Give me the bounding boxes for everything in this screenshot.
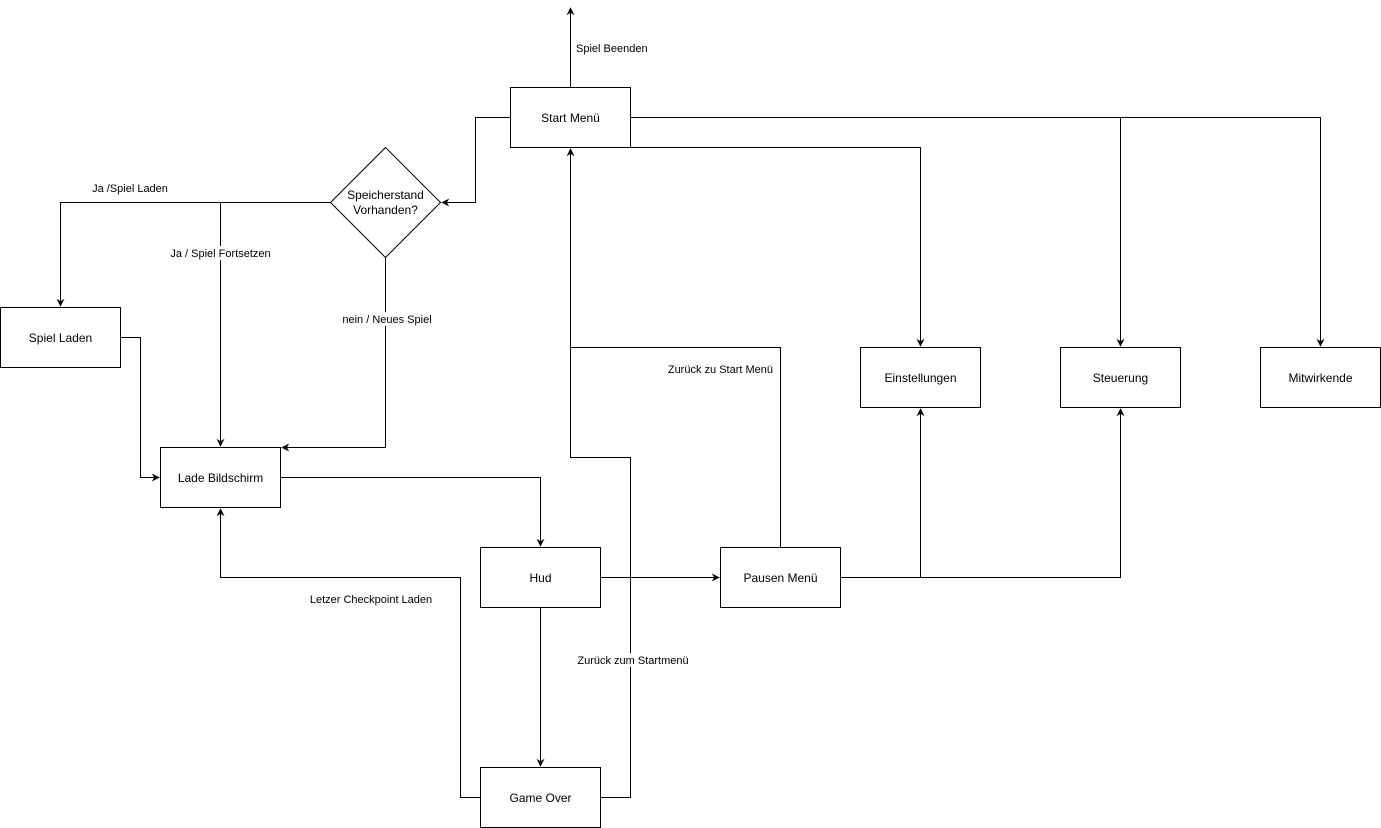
node-label: Lade Bildschirm [178,471,263,485]
node-spiel-laden[interactable]: Spiel Laden [0,307,121,368]
node-pausen-menu[interactable]: Pausen Menü [720,547,841,608]
edge-start-mitwirkende [1120,117,1325,347]
edge-save-spiel-laden [56,202,330,307]
node-label-line-1: Speicherstand [347,188,424,202]
edge-lade-hud [280,477,545,547]
node-einstellungen[interactable]: Einstellungen [860,347,981,408]
node-label: Einstellungen [884,371,956,385]
edge-label-spiel-laden: Ja /Spiel Laden [92,183,168,195]
edge-start-einstellungen [630,147,925,347]
edge-pause-einstellungen [840,408,925,578]
node-label: Start Menü [541,111,600,125]
edge-save-lade-new [281,257,386,452]
node-label: Hud [529,571,551,585]
edge-gameover-lade [216,508,480,798]
edges [56,7,1325,798]
edge-pause-start [566,148,781,547]
edge-label-zurueck-startmenu: Zurück zum Startmenü [577,655,688,667]
edge-start-save-check [441,117,510,207]
node-label: Spiel Laden [29,331,92,345]
node-label: Pausen Menü [743,571,817,585]
edge-spiel-laden-lade [120,337,160,482]
edge-label-spiel-beenden: Spiel Beenden [576,43,648,55]
edge-label-zurueck-start-menu: Zurück zu Start Menü [668,364,773,376]
node-start-menu[interactable]: Start Menü [510,87,631,148]
edge-label-neues-spiel: nein / Neues Spiel [342,314,431,326]
edge-gameover-start [570,347,631,798]
node-label-line-2: Vorhanden? [353,203,418,217]
edge-label-spiel-fortsetzen: Ja / Spiel Fortsetzen [170,248,270,260]
edge-label-checkpoint: Letzer Checkpoint Laden [310,594,432,606]
node-steuerung[interactable]: Steuerung [1060,347,1181,408]
node-label: Mitwirkende [1288,371,1352,385]
edge-start-steuerung [630,117,1125,347]
node-lade-bildschirm[interactable]: Lade Bildschirm [160,447,281,508]
node-save-exists-decision[interactable]: Speicherstand Vorhanden? [329,146,442,259]
node-mitwirkende[interactable]: Mitwirkende [1260,347,1381,408]
node-hud[interactable]: Hud [480,547,601,608]
node-label: Steuerung [1093,371,1148,385]
edge-pause-steuerung [920,408,1125,578]
node-game-over[interactable]: Game Over [480,767,601,828]
node-label: Game Over [509,791,571,805]
edge-labels: Spiel Beenden Ja / Spiel Fortsetzen Ja /… [92,43,773,667]
